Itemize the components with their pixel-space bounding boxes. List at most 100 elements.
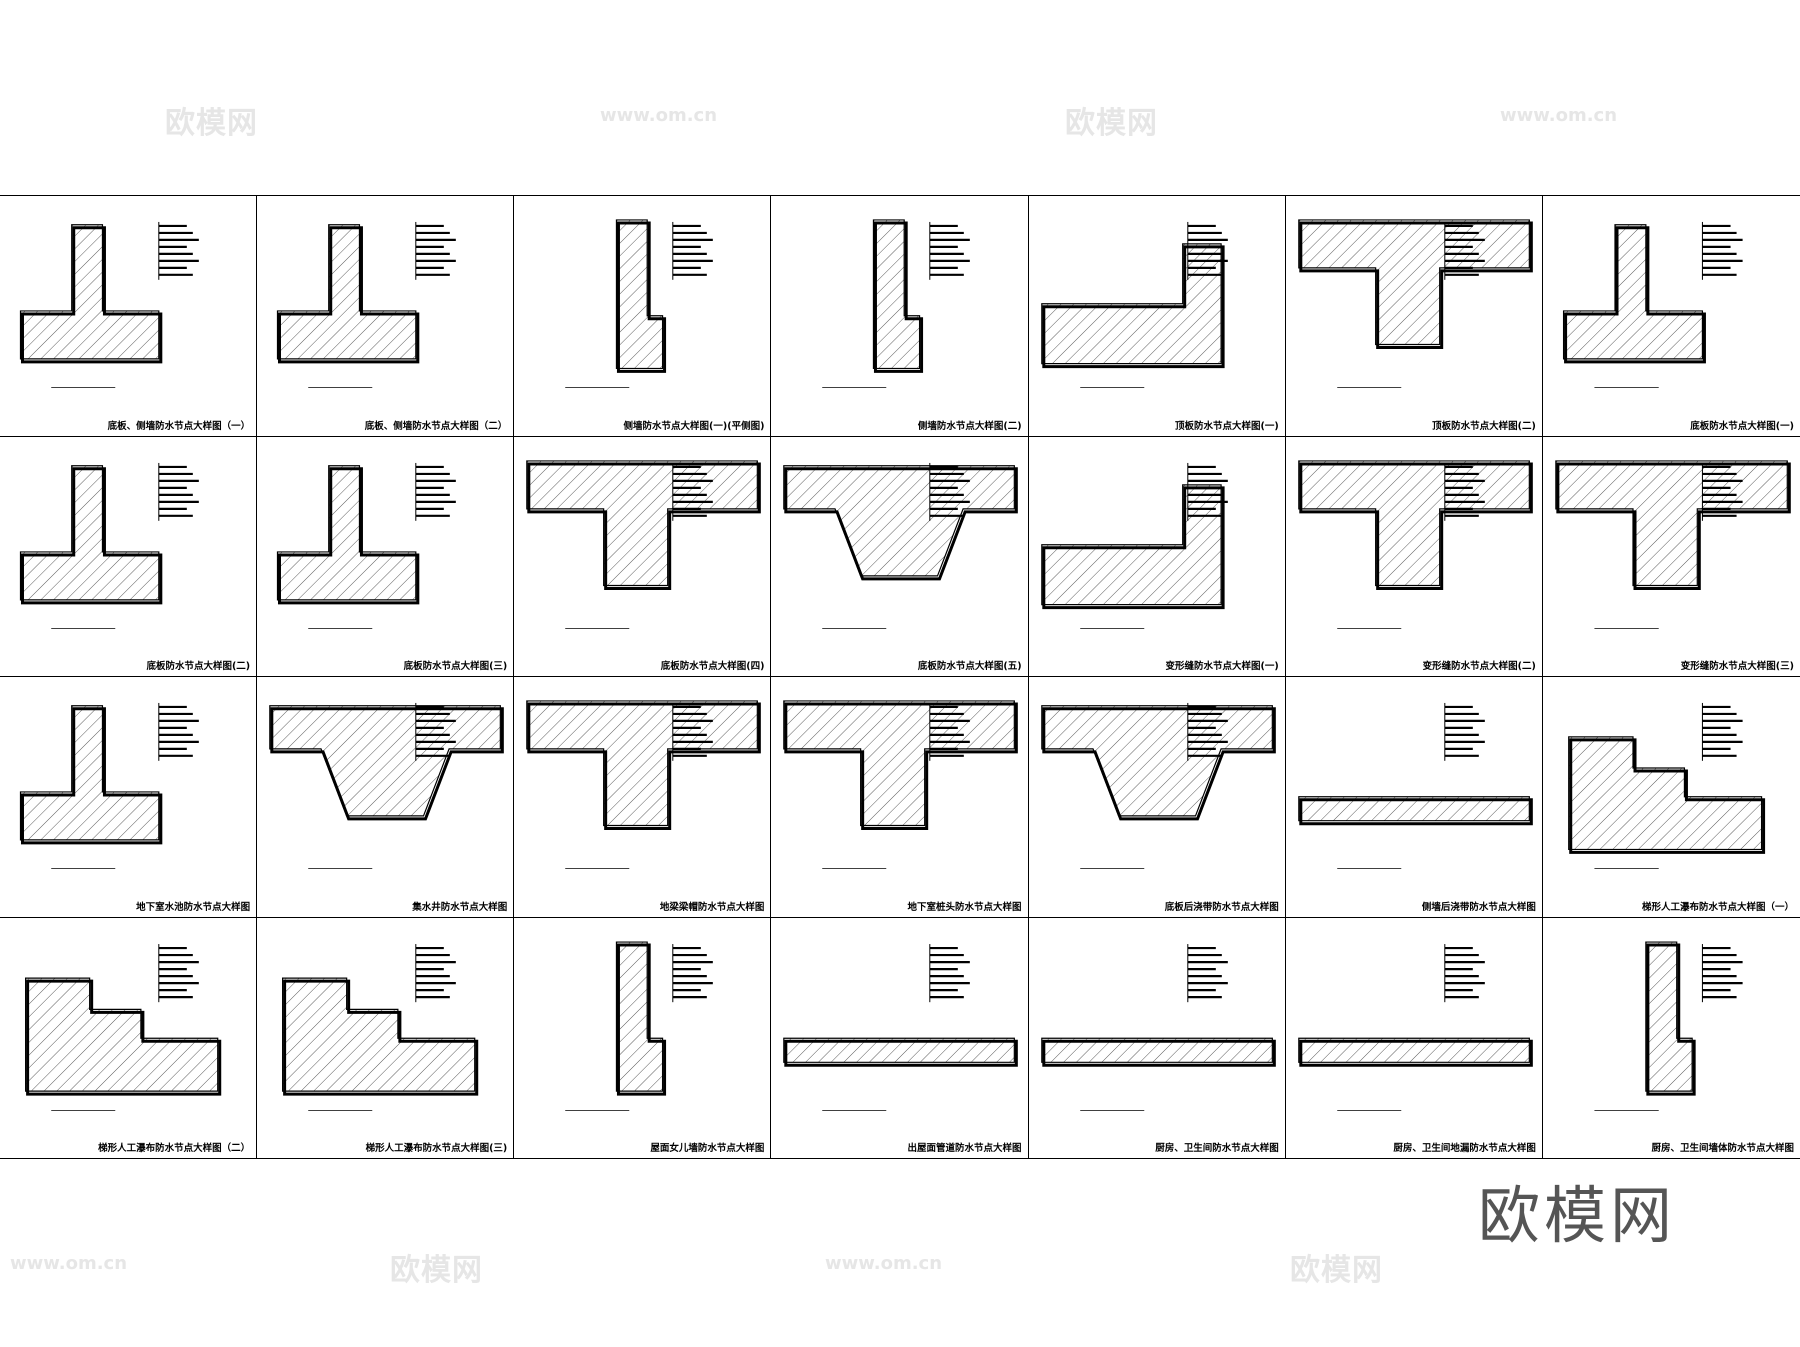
detail-cell: 梯形人工瀑布防水节点大样图(三) (257, 917, 515, 1158)
concrete-section (19, 705, 160, 841)
detail-cell: 底板后浇带防水节点大样图 (1028, 677, 1286, 918)
waterproof-layer (20, 707, 163, 845)
detail-cell: 出屋面管道防水节点大样图 (771, 917, 1029, 1158)
detail-title: 顶板防水节点大样图(二) (1432, 420, 1536, 432)
detail-title: 厨房、卫生间防水节点大样图 (1155, 1143, 1279, 1154)
waterproof-layer (1299, 1039, 1533, 1067)
concrete-section (19, 464, 160, 600)
detail-title: 底板防水节点大样图(三) (403, 661, 508, 672)
detail-cell: 底板防水节点大样图(一) (1542, 196, 1800, 437)
waterproof-layer (1041, 707, 1276, 821)
detail-drawing (19, 221, 199, 388)
detail-cell: 底板、侧墙防水节点大样图（一） (0, 196, 258, 437)
detail-drawing (1297, 219, 1533, 388)
waterproof-layer (278, 226, 420, 364)
waterproof-layer (874, 221, 924, 373)
detail-title: 底板、侧墙防水节点大样图（一） (107, 420, 251, 432)
detail-title: 底板防水节点大样图(一) (1690, 420, 1794, 432)
detail-cell: 变形缝防水节点大样图(一) (1028, 436, 1286, 677)
watermark-url: www.om.cn (600, 105, 718, 126)
detail-cell: 屋面女儿墙防水节点大样图 (514, 917, 772, 1158)
detail-cell: 顶板防水节点大样图(一) (1028, 196, 1286, 437)
detail-cell: 底板防水节点大样图(二) (0, 436, 258, 677)
concrete-section (526, 459, 759, 586)
detail-title: 屋面女儿墙防水节点大样图 (650, 1143, 765, 1154)
detail-title: 底板、侧墙防水节点大样图（二） (364, 420, 508, 432)
concrete-section (873, 219, 921, 370)
detail-drawing (1594, 940, 1743, 1111)
waterproof-layer (617, 221, 667, 373)
detail-cell: 地下室桩头防水节点大样图 (771, 677, 1029, 918)
detail-title: 地下室桩头防水节点大样图 (907, 901, 1022, 913)
waterproof-layer (20, 226, 163, 364)
concrete-section (783, 1037, 1016, 1063)
detail-title: 侧墙后浇带防水节点大样图 (1421, 901, 1536, 913)
detail-cell: 顶板防水节点大样图(二) (1285, 196, 1543, 437)
waterproof-layer (1041, 245, 1225, 369)
waterproof-layer (1299, 461, 1533, 590)
detail-title: 集水井防水节点大样图 (412, 901, 508, 913)
concrete-section (1040, 483, 1222, 605)
detail-drawing (565, 940, 714, 1111)
detail-drawing (19, 462, 199, 629)
detail-title: 梯形人工瀑布防水节点大样图（二） (98, 1143, 251, 1154)
detail-cell: 梯形人工瀑布防水节点大样图（一） (1542, 677, 1800, 918)
waterproof-layer (1563, 226, 1706, 364)
drawing-sheet: 底板、侧墙防水节点大样图（一） 底板、侧墙防水节点大样图（二） 侧墙防水节点大样图(… (0, 195, 1800, 1159)
brand-logo: 欧模网 (1478, 1179, 1677, 1252)
detail-drawing (282, 943, 479, 1111)
waterproof-layer (527, 702, 762, 830)
concrete-section (1567, 736, 1763, 851)
detail-drawing (19, 702, 199, 869)
waterproof-layer (1646, 943, 1696, 1096)
detail-title: 底板防水节点大样图(四) (660, 661, 765, 672)
concrete-section (526, 700, 759, 827)
detail-drawing (1040, 462, 1228, 629)
detail-title: 变形缝防水节点大样图(一) (1165, 661, 1279, 672)
detail-title: 顶板防水节点大样图(一) (1175, 420, 1279, 432)
concrete-section (1297, 219, 1530, 346)
concrete-section (282, 977, 476, 1092)
waterproof-layer (270, 707, 504, 821)
watermark-brand: 欧模网 (390, 1253, 483, 1288)
concrete-section (1555, 459, 1788, 586)
watermark-url: www.om.cn (1500, 105, 1618, 126)
concrete-section (19, 224, 160, 360)
detail-title: 底板防水节点大样图(二) (146, 661, 251, 672)
waterproof-layer (283, 979, 479, 1096)
waterproof-layer (1299, 221, 1533, 349)
watermark-brand: 欧模网 (1065, 106, 1158, 141)
detail-drawing (1297, 702, 1533, 869)
detail-title: 厨房、卫生间地漏防水节点大样图 (1393, 1143, 1536, 1154)
detail-title: 底板防水节点大样图(五) (917, 661, 1022, 672)
detail-drawing (277, 462, 456, 629)
detail-grid: 底板、侧墙防水节点大样图（一） 底板、侧墙防水节点大样图（二） 侧墙防水节点大样图(… (0, 196, 1800, 1158)
waterproof-layer (20, 466, 163, 604)
waterproof-layer (278, 466, 420, 604)
detail-drawing (1040, 943, 1276, 1111)
concrete-section (1297, 796, 1530, 822)
detail-cell: 底板防水节点大样图(四) (514, 436, 772, 677)
concrete-section (25, 977, 219, 1092)
detail-cell: 梯形人工瀑布防水节点大样图（二） (0, 917, 258, 1158)
detail-cell: 侧墙防水节点大样图(一)(平侧图) (514, 196, 772, 437)
detail-cell: 底板防水节点大样图(三) (257, 436, 515, 677)
detail-title: 梯形人工瀑布防水节点大样图（一） (1641, 901, 1794, 913)
concrete-section (277, 224, 417, 360)
waterproof-layer (527, 461, 762, 590)
detail-cell: 厨房、卫生间地漏防水节点大样图 (1286, 917, 1543, 1158)
detail-drawing (783, 462, 1019, 629)
detail-drawing (783, 700, 1019, 869)
detail-drawing (1562, 221, 1743, 388)
detail-cell: 集水井防水节点大样图 (257, 677, 515, 918)
detail-cell: 变形缝防水节点大样图(二) (1285, 436, 1543, 677)
detail-drawing (269, 702, 504, 869)
waterproof-layer (784, 702, 1019, 830)
concrete-section (269, 705, 502, 817)
detail-title: 变形缝防水节点大样图(二) (1422, 661, 1536, 672)
detail-drawing (1297, 943, 1533, 1111)
detail-cell: 厨房、卫生间防水节点大样图 (1029, 917, 1286, 1158)
concrete-section (1297, 459, 1530, 586)
detail-drawing (1040, 221, 1228, 388)
detail-title: 底板后浇带防水节点大样图 (1164, 901, 1279, 913)
